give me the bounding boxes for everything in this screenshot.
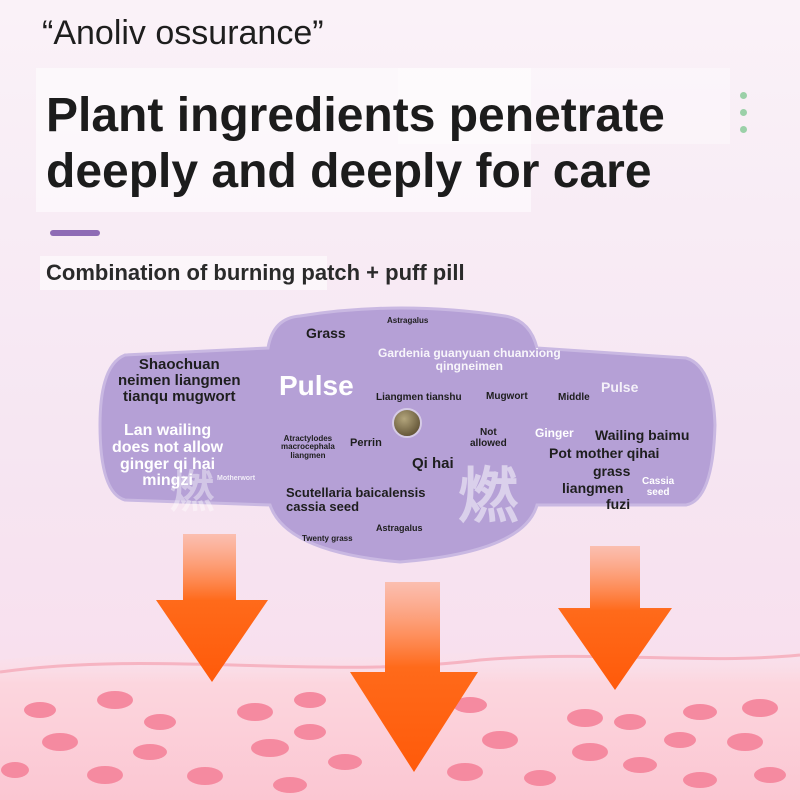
page-headline: Plant ingredients penetrate deeply and d… <box>46 88 766 200</box>
label-perrin: Perrin <box>350 437 382 449</box>
label-atractylodes: Atractylodes macrocephala liangmen <box>281 434 335 460</box>
label-scutellaria: Scutellaria baicalensis cassia seed <box>286 485 426 514</box>
dot-icon <box>740 92 747 99</box>
headline-line-2: deeply and deeply for care <box>46 145 652 198</box>
cell <box>567 709 603 727</box>
label-fuzi: fuzi <box>606 496 631 512</box>
heat-arrow-left <box>156 534 268 682</box>
cell <box>482 731 518 749</box>
patch-watermark: 燃 <box>170 467 214 518</box>
label-wailing-baimu: Wailing baimu <box>595 427 690 443</box>
subtitle-backdrop <box>40 256 327 290</box>
cell <box>727 733 763 751</box>
dot-icon <box>740 109 747 116</box>
label-cassia-seed-right: Cassia seed <box>642 476 675 498</box>
cell <box>742 699 778 717</box>
label-qi-hai: Qi hai <box>412 455 454 472</box>
label-motherwort: Motherwort <box>217 475 256 482</box>
heat-arrow-right <box>558 546 672 690</box>
cell <box>97 691 133 709</box>
cell <box>664 732 696 748</box>
label-liangmen-tianshu: Liangmen tianshu <box>376 392 462 403</box>
cell <box>1 762 29 778</box>
label-gardenia: Gardenia guanyuan chuanxiong qingneimen <box>378 346 561 373</box>
label-astragalus-top: Astragalus <box>387 316 429 325</box>
cell <box>683 704 717 720</box>
headline-backdrop-secondary <box>398 68 730 144</box>
label-liangmen-right: liangmen <box>562 480 624 496</box>
cell <box>572 743 608 761</box>
cell <box>133 744 167 760</box>
accent-divider <box>50 230 100 236</box>
label-grass-right: grass <box>593 463 631 479</box>
cell <box>42 733 78 751</box>
cell <box>683 772 717 788</box>
heat-arrow-center <box>350 582 478 772</box>
skin-surface-line <box>0 653 800 674</box>
label-shaochuan: Shaochuan neimen liangmen tianqu mugwort <box>118 356 241 405</box>
brand-slogan: “Anoliv ossurance” <box>42 14 324 52</box>
cell <box>87 766 123 784</box>
cell <box>524 770 556 786</box>
label-grass-top: Grass <box>306 325 346 341</box>
cell <box>294 692 326 708</box>
cell <box>294 724 326 740</box>
label-mugwort: Mugwort <box>486 391 528 402</box>
cell <box>24 702 56 718</box>
cell <box>273 777 307 793</box>
headline-backdrop <box>36 68 531 212</box>
cell <box>187 767 223 785</box>
label-lan-wailing: Lan wailing does not allow ginger qi hai… <box>112 422 224 490</box>
headline-line-1: Plant ingredients penetrate <box>46 89 665 142</box>
label-pulse-small: Pulse <box>601 379 639 395</box>
puff-pill <box>392 408 422 438</box>
cell <box>447 763 483 781</box>
decorative-dots <box>740 92 750 143</box>
cell <box>623 757 657 773</box>
cell <box>144 714 176 730</box>
cell <box>237 703 273 721</box>
cell <box>754 767 786 783</box>
blood-cells <box>1 691 786 793</box>
label-not-allowed: Not allowed <box>470 427 507 449</box>
page-subtitle: Combination of burning patch + puff pill <box>46 260 465 285</box>
cell <box>453 697 487 713</box>
patch-watermark: 燃 <box>458 462 518 532</box>
label-ginger: Ginger <box>535 426 574 440</box>
label-astragalus-bottom: Astragalus <box>376 523 423 533</box>
label-middle: Middle <box>558 392 590 403</box>
label-twenty-grass: Twenty grass <box>302 534 353 543</box>
label-pulse-main: Pulse <box>279 370 354 401</box>
cell <box>614 714 646 730</box>
dot-icon <box>740 126 747 133</box>
label-pot-mother: Pot mother qihai <box>549 445 660 461</box>
cell <box>328 754 362 770</box>
cell <box>251 739 289 757</box>
